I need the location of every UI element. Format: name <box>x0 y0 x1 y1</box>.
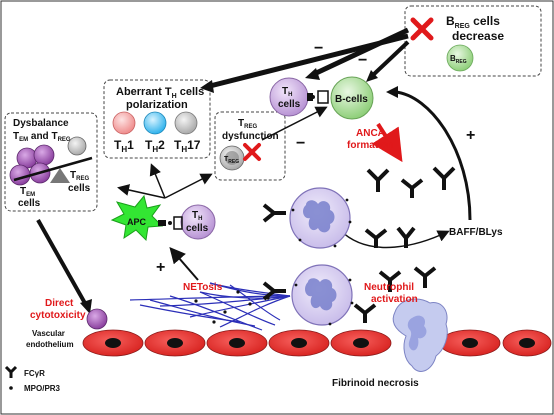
breg-decrease-box: BREG cells decrease BREG <box>404 5 542 77</box>
neutrophil-label-2: activation <box>371 294 418 305</box>
th17-cell <box>174 111 198 135</box>
svg-text:TREG: TREG <box>224 156 239 165</box>
dysbalance-to-cytotoxicity-arrow <box>36 219 88 306</box>
th-cells-label: cells <box>278 99 301 110</box>
minus-sign: − <box>314 40 323 57</box>
tem-cell <box>33 144 55 166</box>
apc-cell: APC <box>110 194 172 242</box>
th-cells-top: TH cells <box>269 77 329 117</box>
th1-cell <box>112 111 136 135</box>
treg-cells-label: cells <box>68 183 91 194</box>
breg-title-b: B <box>446 14 455 28</box>
vascular-label-2: endothelium <box>26 340 74 349</box>
vascular-endothelium <box>82 329 552 357</box>
svg-text:Aberrant TH cells: Aberrant TH cells <box>116 86 204 100</box>
th2-label: TH2 <box>145 138 165 154</box>
direct-label-2: cytotoxicity <box>30 310 86 321</box>
anca-label-2: formation <box>347 140 393 151</box>
neutrophil-lower <box>291 264 354 326</box>
balance-fulcrum-icon <box>50 168 70 183</box>
anca-antibodies <box>262 166 456 323</box>
th-apc-cell: TH cells <box>173 204 216 240</box>
plus-sign: + <box>466 127 475 144</box>
direct-label-1: Direct <box>45 298 74 309</box>
treg-balance-cell <box>67 136 87 156</box>
svg-text:BREG: BREG <box>450 54 467 65</box>
th-to-dysbalance-arrow <box>117 184 166 199</box>
svg-text:TEM and TREG: TEM and TREG <box>13 131 71 143</box>
th-to-treg-arrow <box>164 173 213 199</box>
treg-dysfunction-box: TREG dysfunction TREG <box>214 111 286 181</box>
net-strands <box>129 282 291 331</box>
net-dots <box>194 290 270 324</box>
treg-to-th-arrow <box>261 106 328 141</box>
neutrophil-upper <box>289 187 352 249</box>
breg-inhibited-x-icon <box>410 17 434 41</box>
th17-label: TH17 <box>174 138 201 154</box>
breg-to-bcells-inhibition <box>370 40 410 78</box>
b-cells: B-cells <box>330 76 374 120</box>
svg-text:TH: TH <box>282 86 292 98</box>
netosis-label: NETosis <box>183 282 223 293</box>
svg-text:BREG cells: BREG cells <box>446 14 500 30</box>
b-cells-label: B-cells <box>335 94 368 105</box>
minus-sign: − <box>296 135 305 152</box>
svg-text:TEM: TEM <box>20 186 35 198</box>
neutrophil-label-1: Neutrophil <box>364 282 414 293</box>
svg-text:TREG: TREG <box>70 170 89 182</box>
aberrant-polarization-label: polarization <box>126 99 188 111</box>
th-to-aberrant-arrow <box>149 163 166 199</box>
anca-label-1: ANCA <box>356 128 385 139</box>
svg-text:TREG: TREG <box>238 118 257 130</box>
th2-cell <box>143 111 167 135</box>
treg-dysfunction-label: dysfunction <box>222 131 279 142</box>
baff-to-bcells-arrow <box>394 90 472 221</box>
fcyr-legend-icon <box>4 365 18 378</box>
tem-cell <box>9 164 31 186</box>
neutrophil-to-baff-arrow <box>339 229 450 249</box>
baff-label: BAFF/BLys <box>449 227 503 238</box>
svg-text:TH: TH <box>192 210 202 222</box>
th1-label: TH1 <box>114 138 134 154</box>
breg-decrease-label: decrease <box>452 29 504 43</box>
aberrant-th-polarization-box: Aberrant TH cells polarization TH1 TH2 T… <box>103 79 211 159</box>
balance-beam <box>13 156 93 182</box>
cytotoxic-tem-cell <box>86 308 108 330</box>
anca-formation-arrow <box>371 122 403 163</box>
vascular-label-1: Vascular <box>32 329 65 338</box>
minus-sign: − <box>358 52 367 69</box>
legend-mpo-label: MPO/PR3 <box>24 384 61 393</box>
fibrinoid-label: Fibrinoid necrosis <box>332 378 419 389</box>
dysbalance-title: Dysbalance <box>13 118 69 129</box>
apc-label: APC <box>127 217 147 227</box>
breg-to-aberrant-inhibition <box>209 33 409 89</box>
treg-inhibited-x-icon <box>243 143 261 161</box>
legend-fcyr-label: FCγR <box>24 369 45 378</box>
dysbalance-box: Dysbalance TEM and TREG TEM cells TREG c… <box>4 112 98 212</box>
legend: FCγR MPO/PR3 <box>4 365 61 393</box>
fibrinoid-necrosis-cell <box>392 298 448 372</box>
mpo-legend-icon <box>9 386 13 390</box>
th-apc-label: cells <box>186 223 209 234</box>
plus-sign: + <box>156 259 165 276</box>
tem-cells-label: cells <box>18 198 41 209</box>
netosis-to-apc-arrow <box>169 246 199 281</box>
